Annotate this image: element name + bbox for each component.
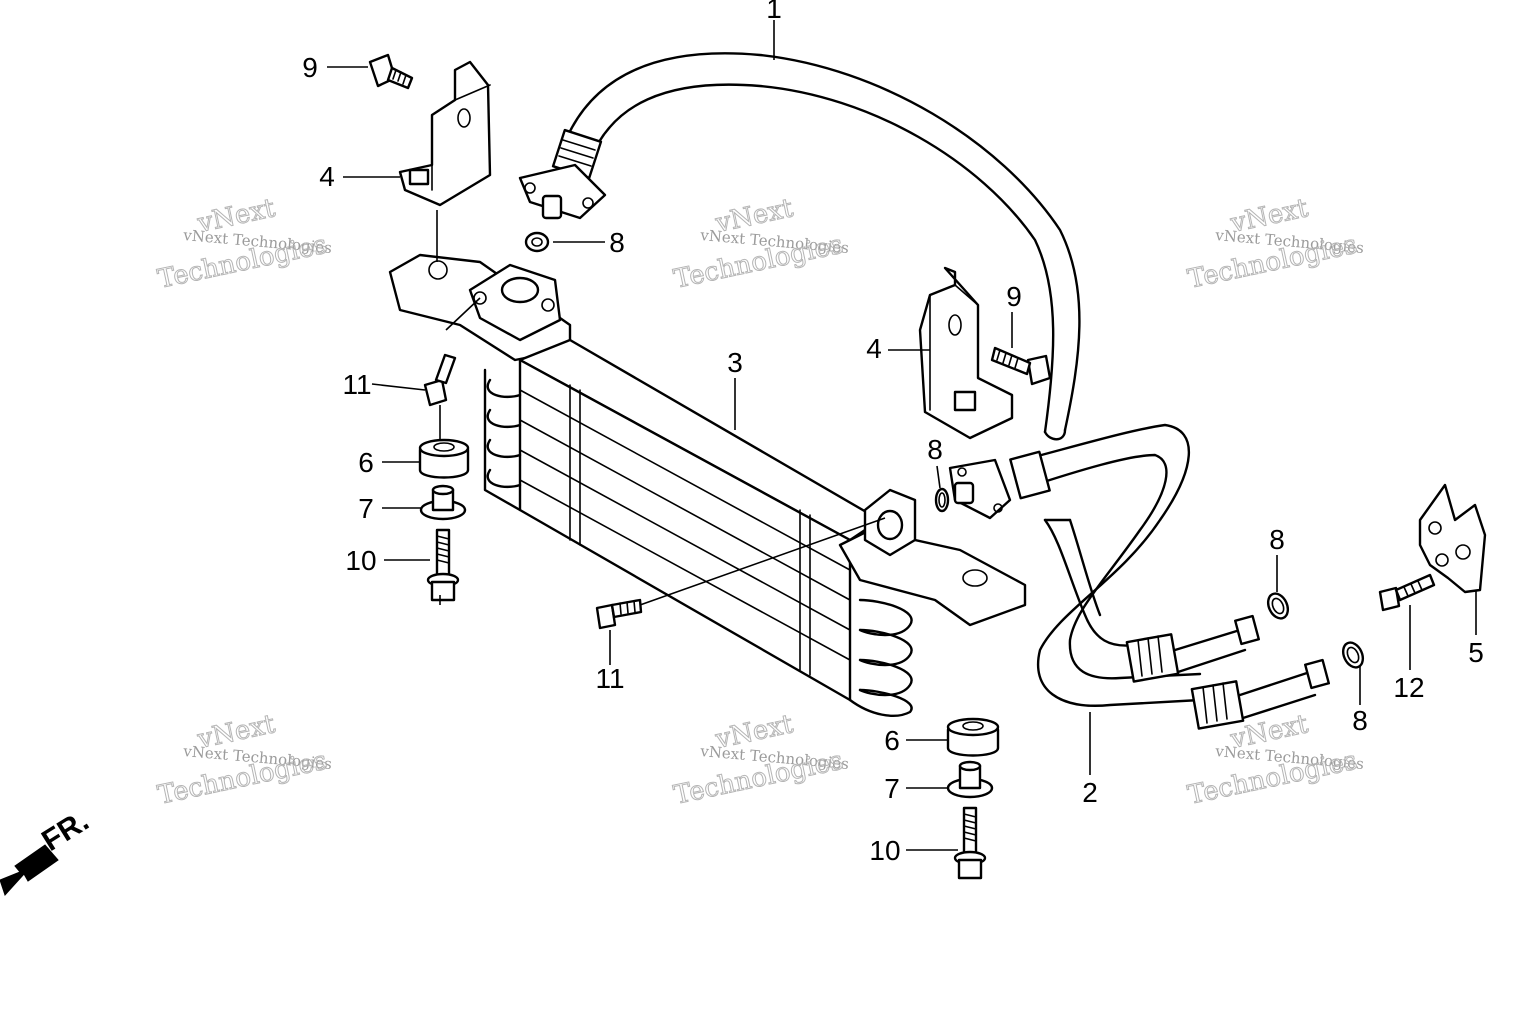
callout-7-lower: 7 — [884, 773, 900, 804]
rubber-mount-upper — [418, 438, 470, 479]
upper-oil-hose — [518, 52, 1081, 441]
watermark-top-right: vNext vNext Technologies Technologies — [1185, 193, 1365, 296]
bolt-9-right — [990, 346, 1052, 386]
stay-right — [918, 266, 1014, 440]
callout-8-mid: 8 — [927, 434, 943, 465]
callout-6-upper: 6 — [358, 447, 374, 478]
collar-lower — [946, 760, 994, 799]
callout-10-lower: 10 — [869, 835, 900, 866]
callout-4-left: 4 — [319, 161, 335, 192]
bolt-10-upper — [426, 528, 460, 602]
callout-2: 2 — [1082, 777, 1098, 808]
callout-6-lower: 6 — [884, 725, 900, 756]
bolt-12 — [1378, 573, 1436, 612]
bolt-11-upper — [423, 353, 457, 407]
watermark-top-left: vNext vNext Technologies Technologies — [155, 193, 333, 296]
o-ring-mid — [934, 487, 950, 513]
callout-4-right: 4 — [866, 333, 882, 364]
front-direction-arrow: FR. — [0, 804, 95, 896]
callout-7-upper: 7 — [358, 493, 374, 524]
rubber-mount-lower — [946, 717, 1000, 757]
o-ring-top — [524, 231, 550, 253]
callout-9-right: 9 — [1006, 281, 1022, 312]
callout-8-right-upper: 8 — [1269, 524, 1285, 555]
o-ring-right-lower — [1341, 641, 1365, 669]
stay-left — [398, 60, 492, 207]
collar-upper — [419, 484, 467, 521]
lower-oil-hose — [948, 423, 1330, 730]
leader-lines — [327, 20, 1477, 851]
watermark-bottom-center: vNext vNext Technologies Technologies — [671, 709, 850, 812]
callout-3: 3 — [727, 347, 743, 378]
callout-11-upper: 11 — [342, 369, 371, 400]
watermark-top-center: vNext vNext Technologies Technologies — [671, 193, 850, 296]
watermark-bottom-left: vNext vNext Technologies Technologies — [155, 709, 333, 812]
bolt-9-top — [368, 53, 414, 90]
callout-5: 5 — [1468, 637, 1484, 668]
callout-9-top: 9 — [302, 52, 318, 83]
callout-12: 12 — [1393, 672, 1424, 703]
callout-10-upper: 10 — [345, 545, 376, 576]
callout-1: 1 — [766, 0, 782, 24]
callout-8-top: 8 — [609, 227, 625, 258]
bolt-10-lower — [953, 806, 987, 880]
callout-11-lower: 11 — [595, 663, 624, 694]
stay-clip — [1418, 483, 1487, 594]
bolt-11-lower — [595, 598, 643, 630]
callout-8-right-lower: 8 — [1352, 705, 1368, 736]
o-ring-right-upper — [1266, 592, 1290, 620]
